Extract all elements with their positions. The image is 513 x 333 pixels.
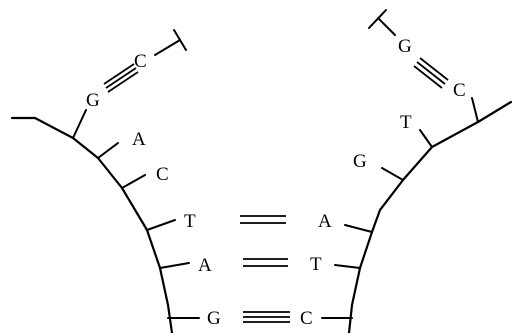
right-paired-3: C	[300, 308, 313, 329]
left-tick-a	[97, 142, 119, 159]
right-tick-g	[381, 167, 404, 181]
right-tick-c	[471, 97, 479, 123]
left-paired-2: A	[198, 255, 212, 276]
left-top-triple-bond	[103, 63, 139, 93]
right-backbone	[347, 100, 513, 333]
left-paired-3: G	[207, 308, 221, 329]
left-backbone	[10, 116, 174, 333]
middle-bond-1	[240, 215, 286, 224]
left-top-partner: C	[134, 51, 147, 72]
left-tick-t	[146, 219, 176, 231]
middle-bond-3	[243, 311, 290, 323]
right-paired-1: A	[318, 211, 332, 232]
right-top-triple-bond	[413, 57, 449, 89]
left-paired-1: T	[184, 211, 196, 232]
right-tick-t2	[334, 264, 361, 269]
left-tick-g	[72, 109, 87, 139]
right-partner-end	[368, 9, 387, 29]
left-top-base: G	[86, 90, 100, 111]
left-partner-stub	[154, 39, 181, 56]
left-tick-a2	[159, 262, 190, 269]
left-unpaired-1: A	[132, 129, 146, 150]
right-unpaired-1: T	[400, 112, 412, 133]
middle-bond-2	[243, 258, 288, 267]
left-unpaired-2: C	[156, 164, 169, 185]
right-unpaired-2: G	[353, 151, 367, 172]
left-tick-c	[121, 174, 146, 189]
right-tick-t	[419, 129, 433, 148]
right-top-base: G	[398, 36, 412, 57]
right-top-partner: C	[453, 80, 466, 101]
right-paired-2: T	[310, 254, 322, 275]
right-tick-a	[344, 224, 373, 233]
right-partner-stub	[377, 17, 396, 36]
left-partner-end	[173, 29, 187, 51]
